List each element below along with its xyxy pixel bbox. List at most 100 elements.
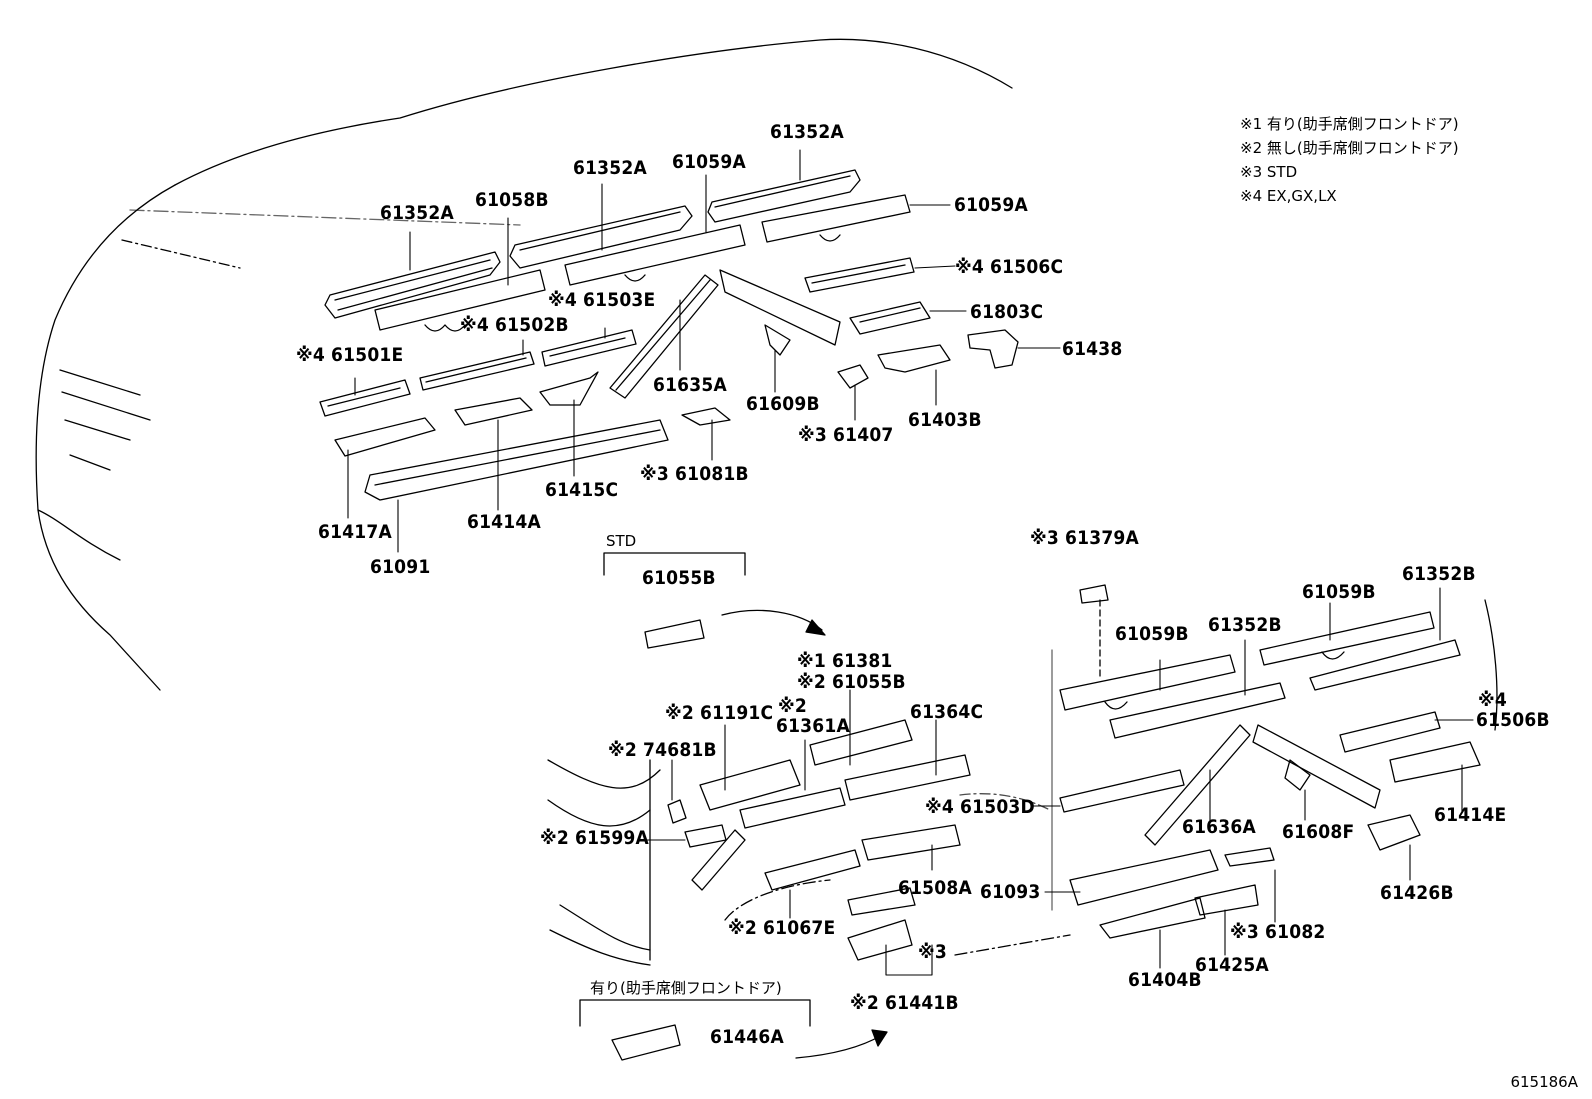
part-label: 61352A	[573, 157, 647, 179]
part-61414A	[454, 397, 533, 426]
part-label: 61415C	[545, 479, 619, 501]
part-61091	[364, 419, 669, 501]
part-label: ※4 61506C	[955, 256, 1064, 278]
rail-61352B-right	[1309, 639, 1461, 691]
legend-item: ※4 EX,GX,LX	[1240, 187, 1337, 205]
part-61609B	[719, 269, 841, 356]
arrow-std	[721, 609, 826, 636]
part-label: 61403B	[908, 409, 982, 431]
part-label: 61803C	[970, 301, 1044, 323]
legend-item: ※1 有り(助手席側フロントドア)	[1240, 115, 1459, 133]
part-61082	[1224, 847, 1275, 867]
part-label: 61055B	[642, 567, 716, 589]
part-61067E	[764, 849, 861, 891]
rail-61059A-mid	[564, 224, 746, 286]
part-label: ※2 61441B	[850, 992, 959, 1014]
part-61081B	[681, 407, 731, 426]
part-label: 61404B	[1128, 969, 1202, 991]
part-61055B-std	[644, 619, 705, 649]
part-label: ※4 61501E	[296, 344, 404, 366]
part-61438	[967, 329, 1019, 369]
part-label: ※4 61503E	[548, 289, 656, 311]
part-61425A	[1194, 884, 1259, 916]
part-61191C	[699, 759, 801, 811]
rail-61059A-right	[761, 194, 911, 243]
part-label: ※3	[918, 941, 947, 963]
part-label: ※3 61082	[1230, 921, 1326, 943]
part-label: 61506B	[1476, 709, 1550, 731]
part-61636A	[1144, 724, 1251, 846]
rail-61352A-right	[707, 169, 861, 223]
part-61364C	[844, 754, 971, 801]
rail-61059B-right	[1259, 611, 1435, 666]
part-61803C	[849, 301, 931, 335]
part-label: 61508A	[898, 877, 972, 899]
part-label: 61446A	[710, 1026, 784, 1048]
legend-item: ※3 STD	[1240, 163, 1298, 181]
part-61508A	[861, 824, 961, 861]
part-label: ※1 61381	[797, 650, 893, 672]
part-61404B	[1099, 897, 1206, 939]
part-61506C	[804, 257, 915, 293]
car-body-outline	[35, 38, 1013, 691]
rail-61058B	[374, 269, 546, 332]
part-label: 61059B	[1115, 623, 1189, 645]
part-label: 61426B	[1380, 882, 1454, 904]
group-std-title: STD	[606, 532, 637, 550]
part-61093	[1069, 849, 1219, 906]
part-61446A	[611, 1024, 681, 1061]
rail-61352B-left	[1109, 682, 1286, 739]
part-label: ※3 61081B	[640, 463, 749, 485]
part-label: 61352B	[1402, 563, 1476, 585]
part-61403B	[877, 344, 951, 373]
part-61407	[837, 364, 869, 389]
part-label: 61636A	[1182, 816, 1256, 838]
leader-lines	[347, 149, 1474, 976]
part-61503E	[541, 329, 637, 367]
part-label: ※2 74681B	[608, 739, 717, 761]
part-label: 61417A	[318, 521, 392, 543]
part-label: ※2 61191C	[665, 702, 774, 724]
bracket-door	[579, 999, 811, 1027]
legend-item: ※2 無し(助手席側フロントドア)	[1240, 139, 1459, 157]
part-label: 61414E	[1434, 804, 1507, 826]
rail-61352A-mid	[509, 205, 693, 269]
part-61414E	[1389, 741, 1481, 783]
part-label: ※2	[778, 695, 807, 717]
part-label: 61091	[370, 556, 431, 578]
body-reference-lines	[547, 599, 1498, 966]
part-label: ※4 61502B	[460, 314, 569, 336]
part-label: ※4	[1478, 689, 1507, 711]
part-61426B	[1367, 814, 1421, 851]
arrow-door	[795, 1029, 888, 1059]
part-label: 61093	[980, 881, 1041, 903]
part-label: 61059B	[1302, 581, 1376, 603]
part-61415C	[539, 371, 599, 406]
part-label: ※2 61055B	[797, 671, 906, 693]
part-74681B	[667, 799, 687, 824]
part-label: ※3 61379A	[1030, 527, 1139, 549]
part-label: 61438	[1062, 338, 1123, 360]
part-61599A	[684, 824, 746, 891]
part-label: 61608F	[1282, 821, 1355, 843]
part-61503D	[1059, 769, 1185, 813]
part-label: 61609B	[746, 393, 820, 415]
part-label: 61352A	[380, 202, 454, 224]
part-label: 61425A	[1195, 954, 1269, 976]
part-label: 61635A	[653, 374, 727, 396]
part-label: 61352A	[770, 121, 844, 143]
part-61379A	[1079, 584, 1109, 604]
part-61441B	[847, 887, 916, 961]
legend: ※1 有り(助手席側フロントドア) ※2 無し(助手席側フロントドア) ※3 S…	[1240, 112, 1459, 208]
part-label: ※2 61599A	[540, 827, 649, 849]
part-label: ※4 61503D	[925, 796, 1035, 818]
part-61501E	[319, 379, 411, 417]
part-label: 61414A	[467, 511, 541, 533]
part-label: 61059A	[672, 151, 746, 173]
bracket-std	[603, 552, 746, 576]
group-door-title: 有り(助手席側フロントドア)	[590, 979, 782, 997]
part-label: 61364C	[910, 701, 984, 723]
part-61361A	[739, 787, 846, 829]
rail-61352A-left	[324, 251, 501, 319]
